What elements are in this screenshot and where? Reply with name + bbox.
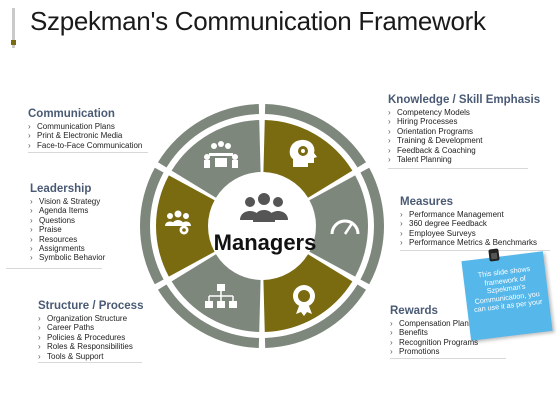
section-knowledge-skill: Knowledge / Skill Emphasis Competency Mo… <box>388 94 540 164</box>
sticky-note: This slide shows framework of Szpekman's… <box>461 251 553 341</box>
title-accent-bar <box>12 8 15 48</box>
segment-structure <box>171 254 261 332</box>
segment-measures <box>309 175 368 277</box>
divider <box>6 268 102 269</box>
list-item: Praise <box>30 225 105 234</box>
list-item: Vision & Strategy <box>30 197 105 206</box>
list-item: Communication Plans <box>28 122 142 131</box>
section-list: Organization Structure Career Paths Poli… <box>38 314 143 361</box>
list-item: Promotions <box>390 347 478 356</box>
list-item: Feedback & Coaching <box>388 146 540 155</box>
outer-ring-segment <box>264 284 367 348</box>
divider <box>388 168 528 169</box>
gauge-icon <box>330 219 360 235</box>
list-item: Performance Metrics & Benchmarks <box>400 238 537 247</box>
list-item: Resources <box>30 235 105 244</box>
head-gears-icon <box>289 139 317 167</box>
title-accent-dot <box>11 40 16 45</box>
list-item: Employee Surveys <box>400 229 537 238</box>
page-title: Szpekman's Communication Framework <box>30 6 486 36</box>
section-heading: Knowledge / Skill Emphasis <box>388 94 541 106</box>
org-chart-icon <box>205 284 237 308</box>
section-measures: Measures Performance Management 360 degr… <box>400 196 537 248</box>
list-item: Orientation Programs <box>388 127 540 136</box>
outer-ring-segment <box>157 104 260 168</box>
outer-ring-segment <box>264 104 367 168</box>
section-heading: Structure / Process <box>38 300 144 312</box>
list-item: Questions <box>30 216 105 225</box>
section-heading: Leadership <box>30 183 92 195</box>
center-label: Managers <box>213 230 317 255</box>
list-item: Face-to-Face Communication <box>28 141 142 150</box>
list-item: Hiring Processes <box>388 117 540 126</box>
section-list: Communication Plans Print & Electronic M… <box>28 122 142 150</box>
center-circle <box>212 176 312 276</box>
list-item: Compensation Plans <box>390 319 478 328</box>
managers-group-icon <box>240 193 288 222</box>
divider <box>28 152 148 153</box>
list-item: Policies & Procedures <box>38 333 143 342</box>
outer-ring-segment <box>157 284 260 348</box>
divider <box>38 362 142 363</box>
team-gear-icon <box>165 210 191 235</box>
award-badge-icon <box>293 285 315 316</box>
list-item: 360 degree Feedback <box>400 219 537 228</box>
section-communication: Communication Communication Plans Print … <box>28 108 142 150</box>
section-heading: Rewards <box>390 305 438 317</box>
outer-ring-segment <box>140 167 164 285</box>
meeting-icon <box>204 141 238 168</box>
section-heading: Communication <box>28 108 115 120</box>
list-item: Training & Development <box>388 136 540 145</box>
section-list: Compensation Plans Benefits Recognition … <box>390 319 478 357</box>
list-item: Career Paths <box>38 323 143 332</box>
list-item: Tools & Support <box>38 352 143 361</box>
list-item: Organization Structure <box>38 314 143 323</box>
section-rewards: Rewards Compensation Plans Benefits Reco… <box>390 305 478 357</box>
section-structure-process: Structure / Process Organization Structu… <box>38 300 143 361</box>
list-item: Benefits <box>390 328 478 337</box>
list-item: Competency Models <box>388 108 540 117</box>
sticky-note-text: This slide shows framework of Szpekman's… <box>473 264 543 315</box>
section-heading: Measures <box>400 196 454 208</box>
list-item: Recognition Programs <box>390 338 478 347</box>
list-item: Performance Management <box>400 210 537 219</box>
list-item: Symbolic Behavior <box>30 253 105 262</box>
section-leadership: Leadership Vision & Strategy Agenda Item… <box>30 183 105 263</box>
section-list: Vision & Strategy Agenda Items Questions… <box>30 197 105 263</box>
section-list: Performance Management 360 degree Feedba… <box>400 210 537 248</box>
list-item: Roles & Responsibilities <box>38 342 143 351</box>
section-list: Competency Models Hiring Processes Orien… <box>388 108 540 164</box>
list-item: Assignments <box>30 244 105 253</box>
list-item: Agenda Items <box>30 206 105 215</box>
paper-clip-icon <box>488 248 500 262</box>
divider <box>400 250 550 251</box>
list-item: Print & Electronic Media <box>28 131 142 140</box>
outer-ring-segment <box>360 167 384 285</box>
divider <box>390 358 506 359</box>
list-item: Talent Planning <box>388 155 540 164</box>
